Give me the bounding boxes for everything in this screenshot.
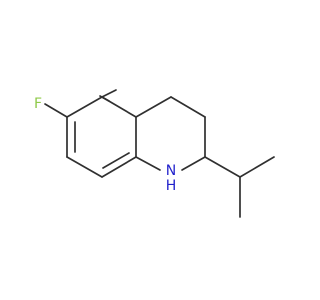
fluorine-atom-label: F — [34, 96, 42, 112]
bond-c2-n — [181, 156, 206, 171]
bonds — [44, 89, 275, 218]
bond-n-c8a — [135, 156, 161, 171]
bond-c4-c3 — [170, 96, 206, 118]
bond-c8-c8a-inner — [102, 152, 130, 169]
bond-c8-c8a — [101, 156, 137, 178]
bond-c5-c6 — [66, 96, 103, 118]
bond-c6-f — [44, 103, 68, 118]
nitrogen-hydrogen-label: H — [166, 178, 177, 194]
nitrogen-atom-label: N — [166, 163, 176, 179]
bond-c2-ch — [204, 156, 241, 178]
bond-c4a-c4 — [135, 96, 172, 118]
molecule-structure: F N H — [34, 89, 275, 218]
bond-ch-me1 — [239, 156, 275, 178]
bond-c4a-c5 — [101, 89, 117, 98]
bond-c4a-c5-outer — [101, 96, 137, 118]
bond-c7-c8 — [66, 156, 103, 178]
